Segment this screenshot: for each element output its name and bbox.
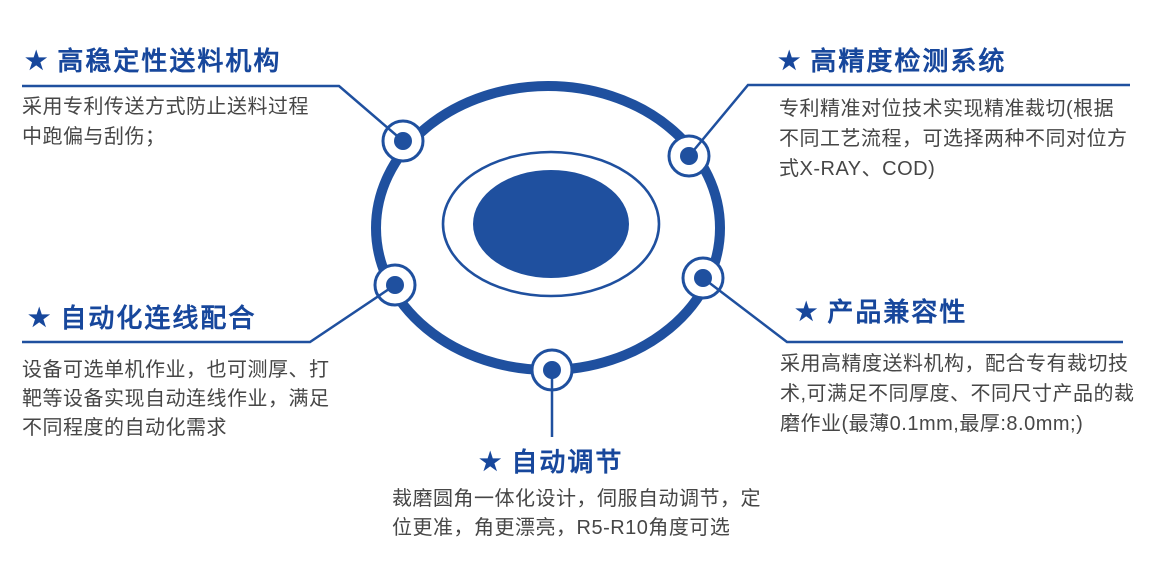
connector-top-right bbox=[688, 83, 1130, 157]
star-icon: ★ bbox=[25, 47, 48, 75]
connector-mid-left bbox=[22, 283, 396, 344]
feature-title-label: 高稳定性送料机构 bbox=[57, 46, 282, 76]
core-ellipse bbox=[473, 170, 629, 278]
star-icon: ★ bbox=[778, 47, 801, 75]
node-dot-mid-left bbox=[386, 276, 404, 294]
connector-top-left bbox=[22, 84, 404, 142]
feature-body-automation-link: 设备可选单机作业，也可测厚、打 靶等设备实现自动连线作业，满足 不同程度的自动化… bbox=[22, 359, 330, 439]
connector-mid-right bbox=[702, 277, 1123, 344]
feature-title-label: 产品兼容性 bbox=[827, 297, 968, 327]
feature-title-auto-adjustment: ★ 自动调节 bbox=[479, 446, 623, 478]
feature-title-automation-link: ★ 自动化连线配合 bbox=[28, 302, 256, 334]
node-dot-top-right bbox=[680, 147, 698, 165]
inner-ring bbox=[441, 150, 661, 298]
feature-body-detection-system: 专利精准对位技术实现精准裁切(根据 不同工艺流程，可选择两种不同对位方 式X-R… bbox=[779, 98, 1128, 180]
node-dot-top-left bbox=[394, 132, 412, 150]
feature-body-product-compatibility: 采用高精度送料机构，配合专有裁切技 术,可满足不同厚度、不同尺寸产品的裁 磨作业… bbox=[780, 353, 1135, 435]
star-icon: ★ bbox=[795, 298, 818, 326]
feature-title-label: 自动调节 bbox=[511, 447, 624, 477]
feature-title-feeding-mechanism: ★ 高稳定性送料机构 bbox=[25, 45, 281, 77]
feature-title-detection-system: ★ 高精度检测系统 bbox=[778, 45, 1006, 77]
star-icon: ★ bbox=[28, 304, 51, 332]
node-dot-bottom bbox=[543, 361, 561, 379]
feature-title-label: 高精度检测系统 bbox=[810, 46, 1007, 76]
feature-body-feeding-mechanism: 采用专利传送方式防止送料过程 中跑偏与刮伤； bbox=[22, 96, 309, 148]
feature-body-auto-adjustment: 裁磨圆角一体化设计，伺服自动调节，定 位更准，角更漂亮，R5-R10角度可选 bbox=[392, 488, 761, 539]
node-dot-mid-right bbox=[694, 269, 712, 287]
feature-title-label: 自动化连线配合 bbox=[60, 303, 257, 333]
feature-title-product-compatibility: ★ 产品兼容性 bbox=[795, 296, 967, 328]
star-icon: ★ bbox=[479, 448, 502, 476]
